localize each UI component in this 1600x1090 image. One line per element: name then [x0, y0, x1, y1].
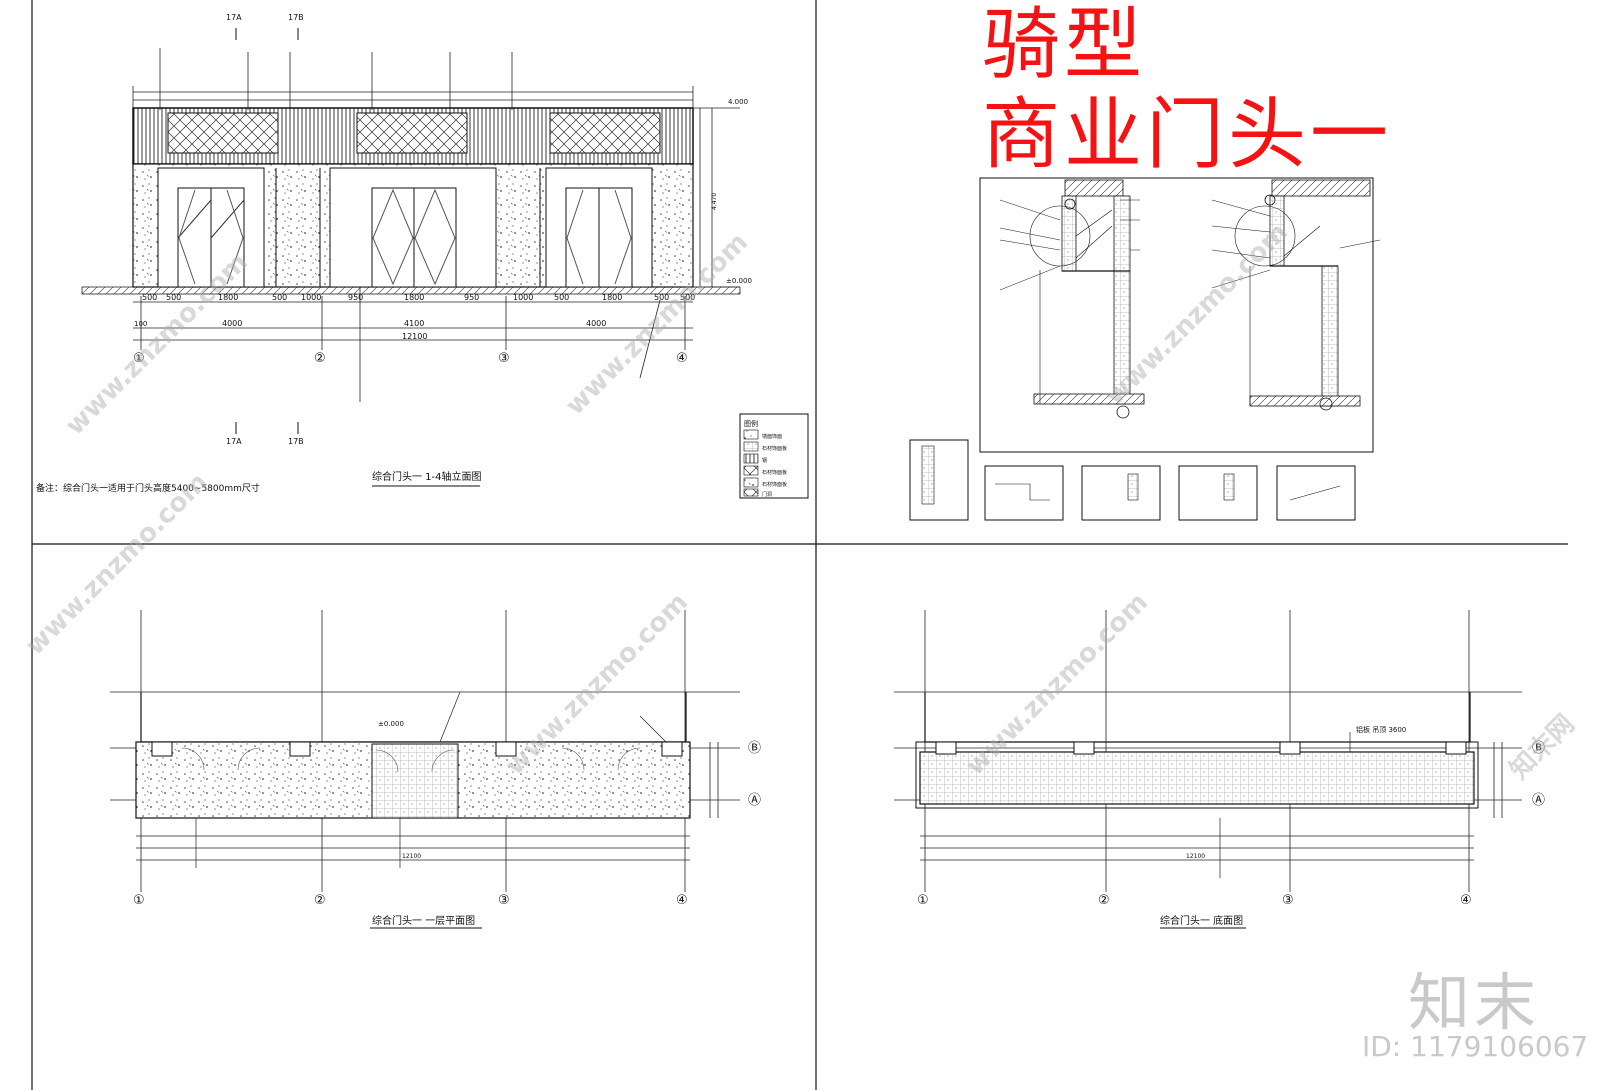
plan-drawing: [110, 610, 740, 929]
level-ground: ±0.000: [726, 277, 752, 285]
plan-axis-2: ②: [314, 893, 326, 908]
ceiling-axis-2: ②: [1098, 893, 1110, 908]
dim-edge: 100: [134, 320, 147, 328]
level-top: 4.000: [728, 98, 748, 106]
elevation-drawing: [81, 28, 809, 499]
dim-label: 1000: [301, 293, 321, 302]
dim-label: 1800: [602, 293, 622, 302]
dim-label: 1800: [218, 293, 238, 302]
legend-item-6: 门洞: [762, 491, 772, 498]
axis-3: ③: [498, 351, 510, 366]
title-line-1: 骑型: [982, 0, 1147, 90]
dim-label: 1800: [404, 293, 424, 302]
plan-axis-3: ③: [498, 893, 510, 908]
plan-axis-a: Ⓐ: [748, 793, 761, 808]
title-line-2: 商业门头一: [982, 90, 1393, 180]
dim-label: 500: [554, 293, 569, 302]
dim-right: 4.470: [711, 193, 718, 210]
plan-dims-total: 12100: [402, 853, 421, 860]
section-mark-b-top: 17B: [288, 13, 304, 22]
plan-axis-4: ④: [676, 893, 688, 908]
legend-item-3: 钢: [762, 457, 767, 464]
ceiling-axis-4: ④: [1460, 893, 1472, 908]
ceiling-axis-1: ①: [917, 893, 929, 908]
dim-label: 950: [348, 293, 363, 302]
axis-2: ②: [314, 351, 326, 366]
dim-label: 1000: [513, 293, 533, 302]
dim-row2-b: 4100: [404, 319, 424, 328]
ceiling-axis-a: Ⓐ: [1532, 793, 1545, 808]
section-mark-a-bottom: 17A: [226, 437, 242, 446]
dim-row2-a: 4000: [222, 319, 242, 328]
detail-drawing: [909, 177, 1381, 521]
legend-title: 图例: [744, 419, 758, 428]
ceiling-axis-b: Ⓑ: [1532, 741, 1545, 756]
section-mark-b-bottom: 17B: [288, 437, 304, 446]
legend-item-2: 石材饰面板: [762, 445, 787, 452]
dim-label: 500: [680, 293, 695, 302]
dim-row2-c: 4000: [586, 319, 606, 328]
dim-total: 12100: [402, 332, 427, 341]
ceiling-dims-total: 12100: [1186, 853, 1205, 860]
ceiling-drawing: [894, 610, 1522, 929]
elevation-note: 备注：综合门头一适用于门头高度5400~5800mm尺寸: [36, 482, 260, 494]
dim-label: 950: [464, 293, 479, 302]
plan-axis-1: ①: [133, 893, 145, 908]
ceiling-axis-3: ③: [1282, 893, 1294, 908]
dim-label: 500: [142, 293, 157, 302]
elevation-title: 综合门头一 1-4轴立面图: [372, 470, 482, 483]
panel-frames: [31, 0, 1568, 1090]
zhimo-logo: 知末: [1408, 966, 1541, 1039]
axis-1: ①: [133, 351, 145, 366]
plan-level: ±0.000: [378, 720, 404, 728]
axis-4: ④: [676, 351, 688, 366]
ceiling-note: 铝板 吊顶 3600: [1356, 725, 1406, 734]
elevation-dims-row1: 500 500 1800 500 1000 950 1800 950 1000 500 1800 50…: [142, 293, 695, 302]
dim-label: 500: [654, 293, 669, 302]
legend-item-5: 石材饰面板: [762, 481, 787, 488]
ceiling-title: 综合门头一 底面图: [1160, 914, 1243, 927]
dim-label: 500: [166, 293, 181, 302]
legend-item-4: 石材饰面板: [762, 469, 787, 476]
plan-title: 综合门头一 一层平面图: [372, 914, 475, 927]
section-mark-a-top: 17A: [226, 13, 242, 22]
plan-axis-b: Ⓑ: [748, 741, 761, 756]
dim-label: 500: [272, 293, 287, 302]
image-id: ID: 1179106067: [1362, 1030, 1589, 1063]
legend-item-1: 墙面饰面: [762, 433, 782, 440]
